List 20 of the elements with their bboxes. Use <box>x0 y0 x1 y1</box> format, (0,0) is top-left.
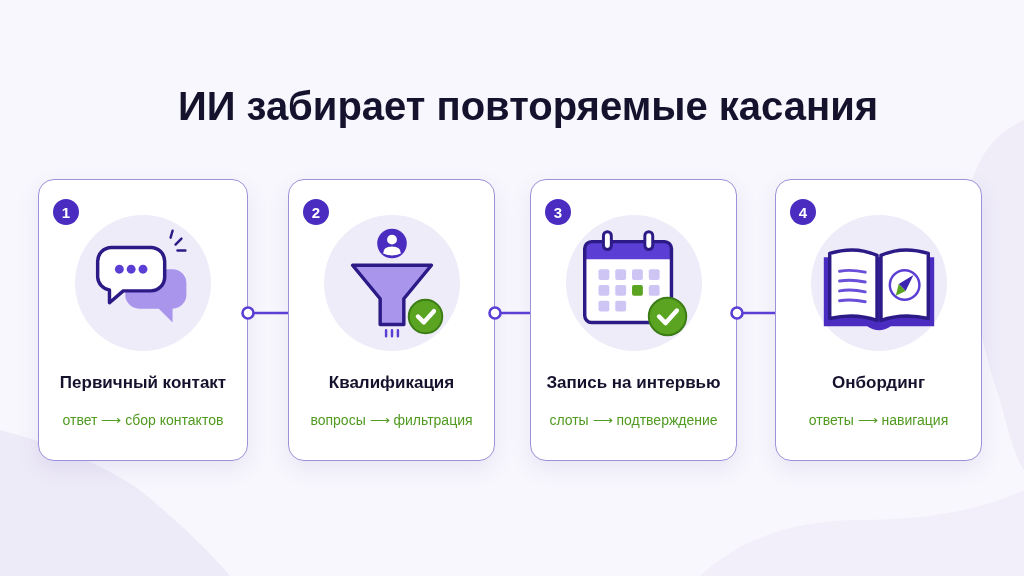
step-title: Запись на интервью <box>545 372 722 394</box>
step-card <box>288 179 495 461</box>
page-title: ИИ забирает повторяемые касания <box>176 83 880 130</box>
step-card <box>775 179 982 461</box>
step-title: Первичный контакт <box>58 372 228 394</box>
step-card <box>530 179 737 461</box>
step-flow-text: вопросы ⟶ фильтрация <box>309 411 474 430</box>
step-flow-text: ответы ⟶ навигация <box>807 411 950 430</box>
connector-line <box>730 306 775 320</box>
step-title: Онбординг <box>831 372 926 394</box>
step-flow-text: ответ ⟶ сбор контактов <box>61 411 225 430</box>
step-number-badge: 2 <box>303 199 329 225</box>
step-number-badge: 1 <box>53 199 79 225</box>
step-number-badge: 3 <box>545 199 571 225</box>
step-card <box>38 179 248 461</box>
step-title: Квалификация <box>327 372 456 394</box>
connector-line <box>488 306 530 320</box>
step-number-badge: 4 <box>790 199 816 225</box>
step-flow-text: слоты ⟶ подтверждение <box>548 411 719 430</box>
connector-line <box>241 306 288 320</box>
